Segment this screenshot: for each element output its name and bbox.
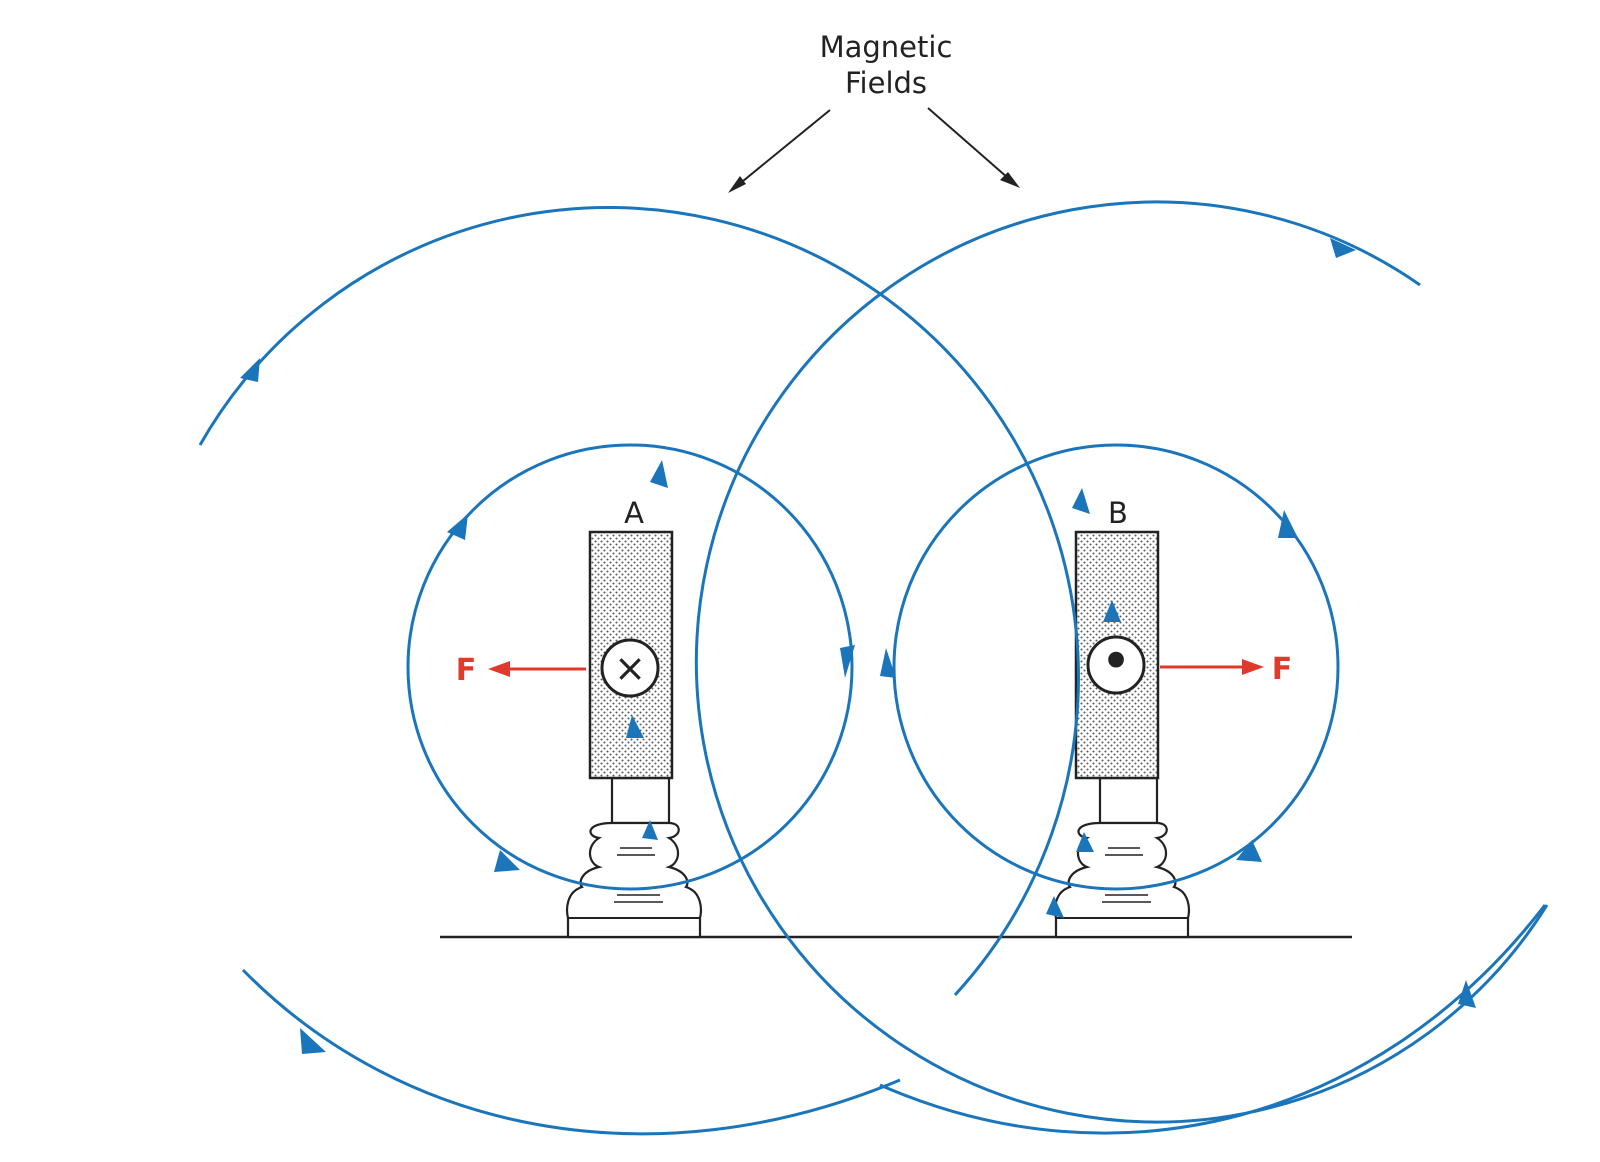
current-a-ring	[600, 638, 660, 698]
pointer-arrow-left	[731, 109, 831, 191]
field-arrowhead	[494, 850, 520, 872]
pointer-arrow-right	[927, 107, 1017, 186]
title-line-1: Magnetic	[820, 30, 953, 64]
field-arrowhead	[1278, 510, 1298, 538]
stand-a-post	[610, 776, 671, 825]
field-arrowhead	[300, 1028, 326, 1054]
force-arrow-left: F	[456, 653, 586, 688]
stand-a-pedestal	[565, 821, 703, 939]
field-arrowhead	[447, 514, 468, 540]
field-arrowhead	[240, 358, 260, 382]
field-arrowhead	[642, 820, 658, 840]
field-arrowhead	[880, 648, 896, 678]
current-into-page-icon: ×	[614, 646, 646, 690]
field-circle-a	[406, 443, 854, 891]
current-b-ring	[1086, 635, 1146, 695]
pointer-arrowhead-right	[1000, 172, 1020, 188]
field-arrowhead	[1046, 896, 1064, 918]
force-label-left: F	[456, 653, 477, 688]
conductor-a-stand	[565, 776, 703, 939]
conductor-b-label: B	[1108, 496, 1128, 530]
current-out-of-page-icon: •	[1100, 630, 1132, 693]
large-field-arc-a	[198, 206, 1080, 997]
current-into-page-symbol: ×	[600, 638, 660, 698]
conductor-b-stand	[1053, 776, 1191, 939]
field-arrowhead	[840, 645, 855, 678]
force-arrowhead-left	[488, 661, 510, 677]
field-arrowhead	[1236, 840, 1262, 862]
conductor-a-label: A	[624, 496, 644, 530]
field-arrowhead	[1072, 488, 1090, 514]
field-arrowhead	[1458, 980, 1476, 1008]
field-circle-b	[892, 443, 1340, 891]
field-arrowhead	[1330, 238, 1356, 258]
pointer-arrowhead-left	[728, 176, 746, 193]
field-arrowhead	[1103, 600, 1121, 622]
stand-b-pedestal	[1053, 821, 1191, 939]
field-arrowhead	[626, 715, 644, 738]
field-arrowheads	[240, 238, 1476, 1054]
stand-b-post	[1098, 776, 1159, 825]
field-lines	[198, 200, 1549, 1136]
force-arrow-right: F	[1160, 652, 1292, 687]
field-arrowhead	[1076, 832, 1094, 852]
field-arrowhead	[650, 460, 668, 488]
title-line-2: Fields	[845, 66, 927, 100]
title-pointer-arrows	[728, 107, 1020, 193]
lower-field-arc-left	[241, 968, 901, 1136]
force-arrowhead-right	[1242, 659, 1264, 675]
force-label-right: F	[1272, 652, 1293, 687]
magnetic-fields-title: Magnetic Fields	[820, 30, 953, 100]
current-out-of-page-symbol: •	[1086, 630, 1146, 695]
